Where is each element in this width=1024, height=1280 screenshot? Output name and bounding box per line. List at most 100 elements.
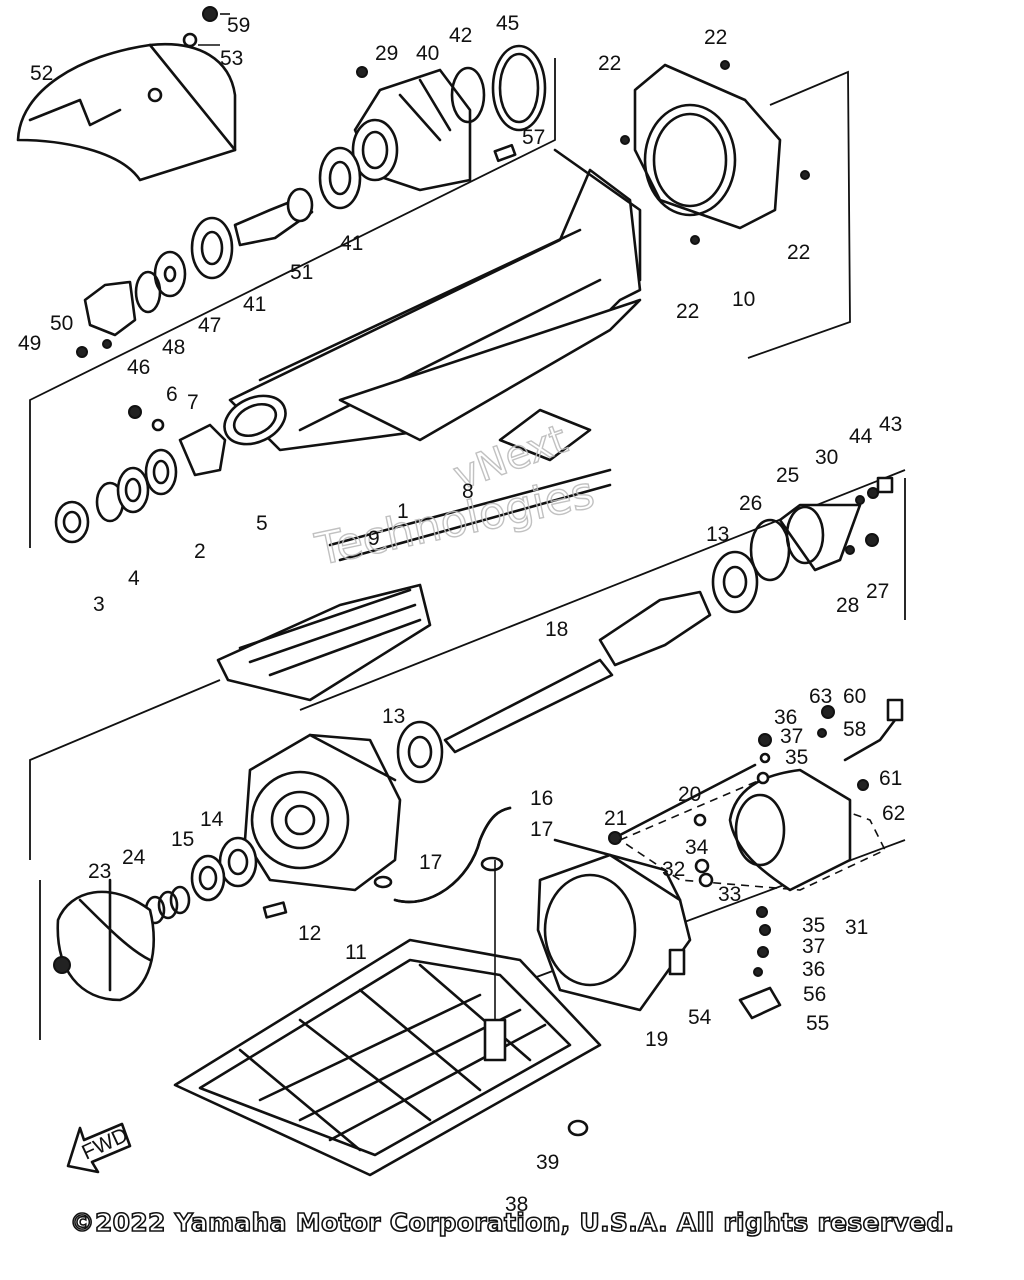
part-59-53-bolt-washer (182, 6, 230, 48)
callout-17: 17 (530, 818, 553, 841)
callout-35: 35 (785, 746, 808, 769)
callout-22: 22 (787, 241, 810, 264)
callout-22: 22 (676, 300, 699, 323)
callout-41: 41 (243, 293, 266, 316)
callout-27: 27 (866, 580, 889, 603)
callout-9: 9 (368, 527, 380, 550)
part-23-impeller (53, 878, 156, 1002)
callout-40: 40 (416, 42, 439, 65)
callout-8: 8 (462, 480, 474, 503)
callout-20: 20 (678, 783, 701, 806)
callout-14: 14 (200, 808, 224, 831)
callout-51: 51 (290, 261, 313, 284)
fwd-label: FWD (78, 1123, 131, 1164)
callout-58: 58 (843, 718, 866, 741)
callout-12: 12 (298, 922, 321, 945)
callout-34: 34 (685, 836, 709, 859)
part-42-45-rings (450, 44, 547, 132)
part-19-nozzle (536, 831, 692, 1012)
callout-39: 39 (536, 1151, 559, 1174)
callout-36: 36 (774, 706, 797, 729)
part-10-mount-plate (620, 60, 810, 245)
callout-18: 18 (545, 618, 568, 641)
callout-32: 32 (662, 858, 685, 881)
callout-61: 61 (879, 767, 902, 790)
callout-6: 6 (166, 383, 178, 406)
callout-7: 7 (187, 391, 199, 414)
callout-35: 35 (802, 914, 825, 937)
callout-47: 47 (198, 314, 221, 337)
callout-11: 11 (345, 941, 367, 964)
callout-57: 57 (522, 126, 545, 149)
part-52-cover (16, 42, 237, 182)
part-16-17-hose (373, 806, 512, 904)
callout-52: 52 (30, 62, 53, 85)
callout-33: 33 (718, 883, 741, 906)
part-57-fitting (493, 143, 517, 163)
callout-54: 54 (688, 1006, 712, 1029)
callout-13: 13 (706, 523, 729, 546)
part-11-pump-housing (243, 733, 402, 919)
callout-2: 2 (194, 540, 206, 563)
callout-29: 29 (375, 42, 398, 65)
callout-23: 23 (88, 860, 111, 883)
callout-25: 25 (776, 464, 799, 487)
part-9-ride-plate (216, 408, 612, 702)
callout-49: 49 (18, 332, 41, 355)
callout-42: 42 (449, 24, 472, 47)
callout-10: 10 (732, 288, 755, 311)
callout-63: 63 (809, 685, 832, 708)
callout-55: 55 (806, 1012, 829, 1035)
callout-46: 46 (127, 356, 150, 379)
callout-22: 22 (598, 52, 621, 75)
part-41-bearings (190, 146, 362, 280)
callout-19: 19 (645, 1028, 668, 1051)
callout-4: 4 (128, 567, 140, 590)
callout-16: 16 (530, 787, 553, 810)
callout-41: 41 (340, 232, 363, 255)
callout-56: 56 (803, 983, 826, 1006)
callout-21: 21 (604, 807, 627, 830)
part-47-48-46-parts (76, 250, 187, 358)
callout-53: 53 (220, 47, 243, 70)
callout-37: 37 (802, 935, 825, 958)
part-29-screw (356, 66, 368, 78)
callout-22: 22 (704, 26, 727, 49)
part-31-reverse-bucket (618, 698, 904, 1020)
callout-1: 1 (397, 500, 409, 523)
callout-13: 13 (382, 705, 405, 728)
part-1-tube (223, 148, 642, 452)
callout-62: 62 (882, 802, 905, 825)
callout-45: 45 (496, 12, 519, 35)
callout-17: 17 (419, 851, 442, 874)
part-3-to-7-seals (54, 405, 227, 544)
callout-15: 15 (171, 828, 194, 851)
watermark-line-2: Technologies (311, 467, 599, 576)
callout-3: 3 (93, 593, 105, 616)
part-40-housing (351, 68, 472, 192)
part-51-shaft (233, 187, 314, 247)
fwd-arrow-icon (66, 1122, 132, 1174)
callout-43: 43 (879, 413, 902, 436)
part-14-15-24-seals (144, 836, 258, 925)
part-18-drive-shaft (396, 550, 759, 784)
callout-44: 44 (849, 425, 873, 448)
callout-28: 28 (836, 594, 859, 617)
callout-50: 50 (50, 312, 73, 335)
callout-24: 24 (122, 846, 146, 869)
copyright-notice: ©2022 Yamaha Motor Corporation, U.S.A. A… (69, 1207, 955, 1238)
callout-60: 60 (843, 685, 866, 708)
callout-5: 5 (256, 512, 268, 535)
callout-36: 36 (802, 958, 825, 981)
callout-38: 38 (505, 1193, 528, 1216)
part-38-intake-grate (173, 860, 602, 1177)
callout-37: 37 (780, 725, 803, 748)
callout-59: 59 (227, 14, 250, 37)
callout-31: 31 (845, 916, 868, 939)
callout-48: 48 (162, 336, 185, 359)
callout-30: 30 (815, 446, 838, 469)
callout-26: 26 (739, 492, 762, 515)
part-25-to-30-cap (749, 476, 894, 582)
